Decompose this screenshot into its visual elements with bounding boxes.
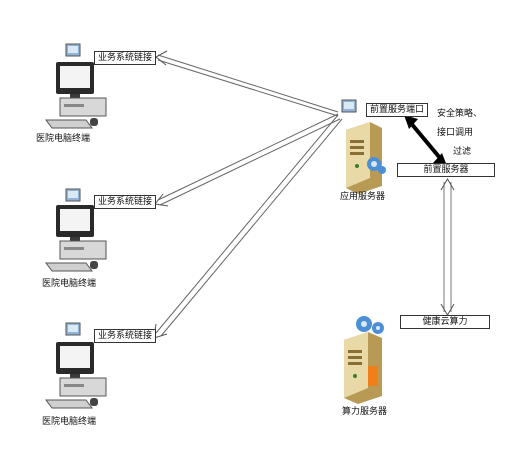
monitor-thumb-icon-1 (65, 43, 81, 57)
pc-icon-3 (45, 342, 107, 409)
app-server-icon (346, 122, 386, 194)
policy-note-line2: 接口调用 (437, 128, 474, 138)
pc-icon-1 (45, 62, 107, 129)
monitor-thumb-icon-2 (65, 188, 81, 202)
link-terminal-2 (154, 113, 341, 207)
link-terminal-3 (153, 114, 343, 339)
front-service-port-label: 前置服务端口 (366, 103, 429, 117)
health-cloud-box: 健康云算力 (400, 315, 490, 329)
terminal-3-name: 医院电脑终端 (42, 417, 97, 427)
compute-server-icon (344, 316, 384, 404)
link-terminal-1 (155, 50, 339, 117)
link-front-cloud (440, 178, 455, 316)
compute-server-name: 算力服务器 (342, 407, 388, 417)
pc-icon-2 (45, 205, 107, 272)
gear-icon (367, 157, 386, 174)
policy-arrow (404, 115, 447, 166)
terminal-1-name: 医院电脑终端 (36, 134, 91, 144)
terminal-1-link-label: 业务系统链接 (94, 51, 157, 65)
app-server-name: 应用服务器 (340, 192, 386, 202)
policy-note-line1: 安全策略、 (437, 109, 483, 119)
monitor-thumb-icon-port (341, 99, 357, 113)
front-server-box: 前置服务器 (397, 163, 495, 177)
gears-icon (356, 316, 384, 334)
terminal-2-link-label: 业务系统链接 (94, 195, 157, 209)
terminal-2-name: 医院电脑终端 (42, 279, 97, 289)
terminal-3-link-label: 业务系统链接 (94, 329, 157, 343)
monitor-thumb-icon-3 (65, 322, 81, 336)
policy-note-line3: 过滤 (453, 147, 472, 157)
